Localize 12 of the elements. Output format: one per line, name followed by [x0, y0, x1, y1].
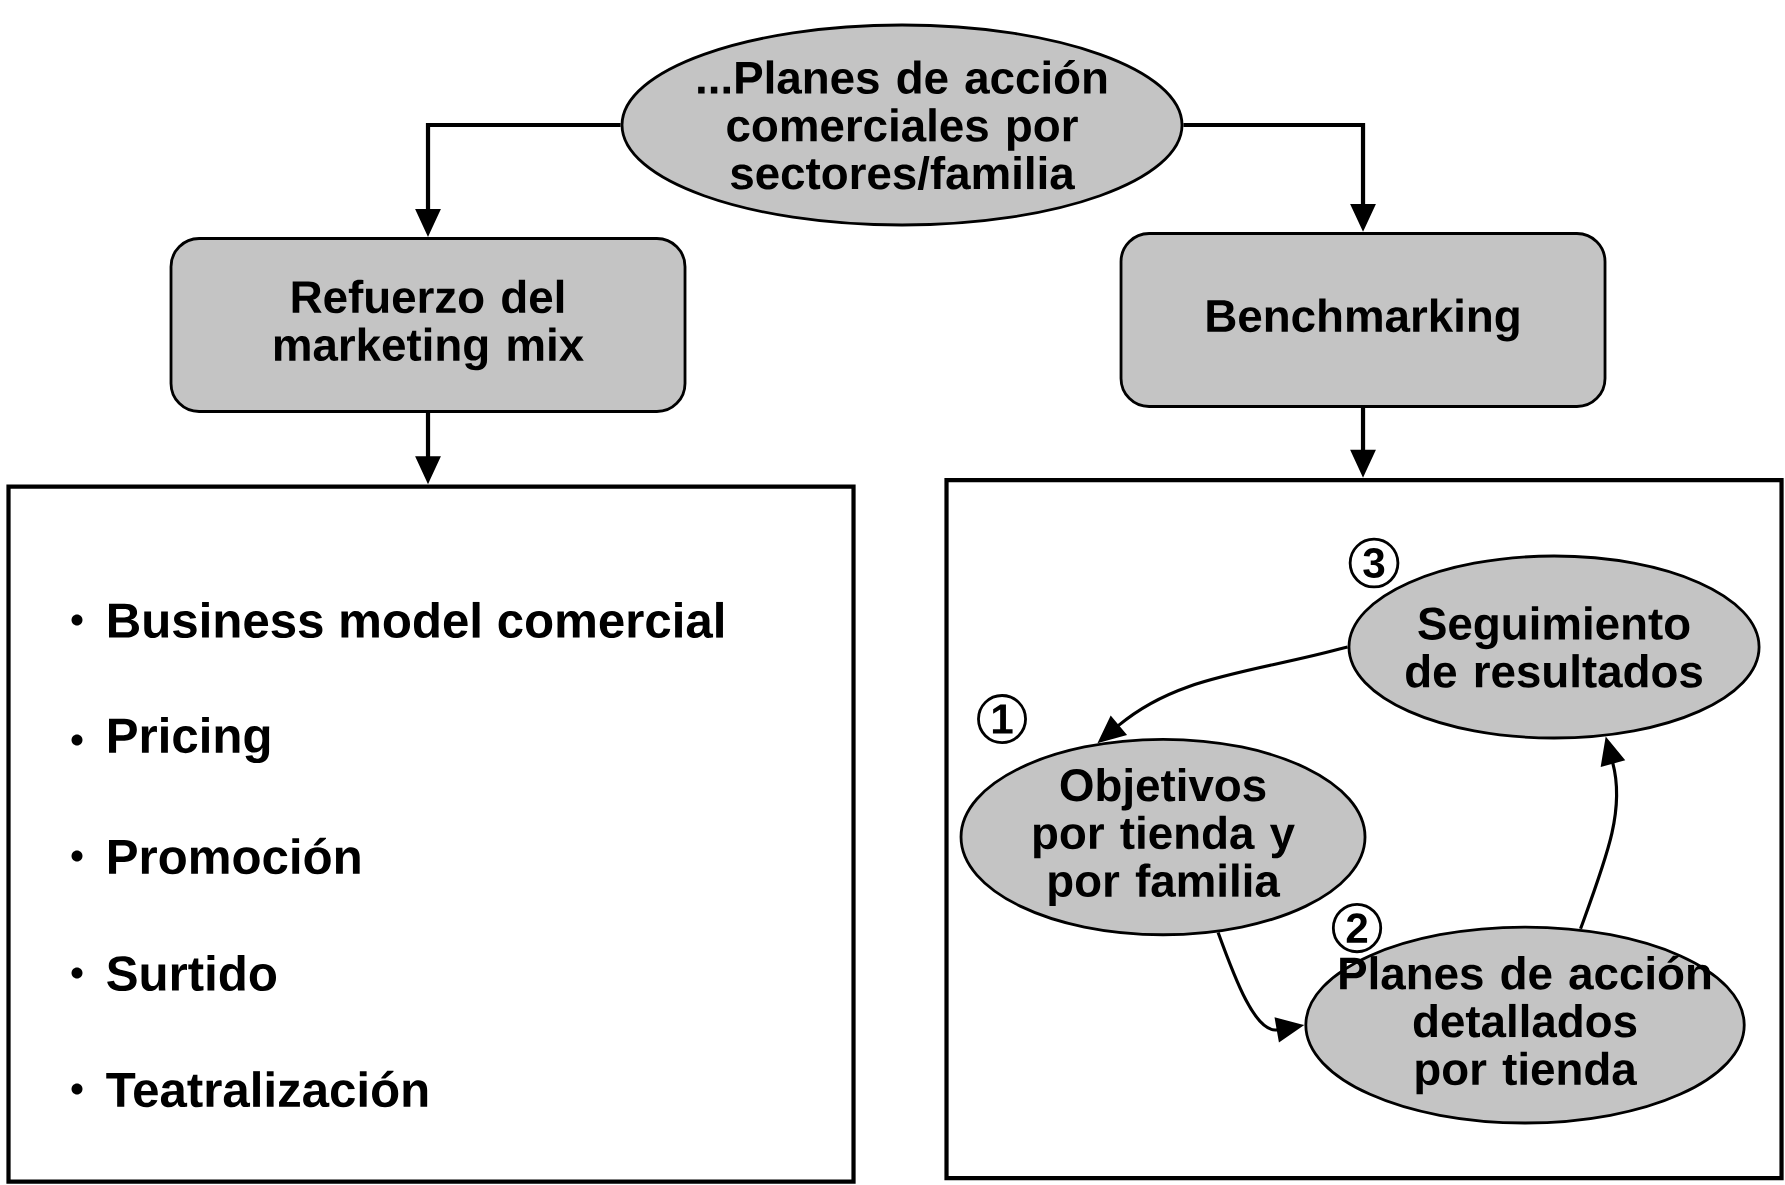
list-item: Business model comercial	[71, 601, 723, 639]
process-box: Benchmarking	[1119, 232, 1607, 408]
circled-number: 2	[1331, 902, 1383, 954]
list-item: Surtido	[71, 954, 277, 992]
list-item: Pricing	[71, 716, 270, 764]
ellipse-node: ...Planes de acción comerciales por sectores/familia	[620, 23, 1184, 227]
process-box: Refuerzo del marketing mix	[169, 237, 687, 413]
list-item: Promoción	[71, 837, 360, 875]
circled-number: 3	[1348, 537, 1400, 589]
circled-number: 1	[977, 694, 1027, 744]
list-item: Teatralización	[71, 1070, 428, 1108]
panel-box	[944, 477, 1784, 1181]
